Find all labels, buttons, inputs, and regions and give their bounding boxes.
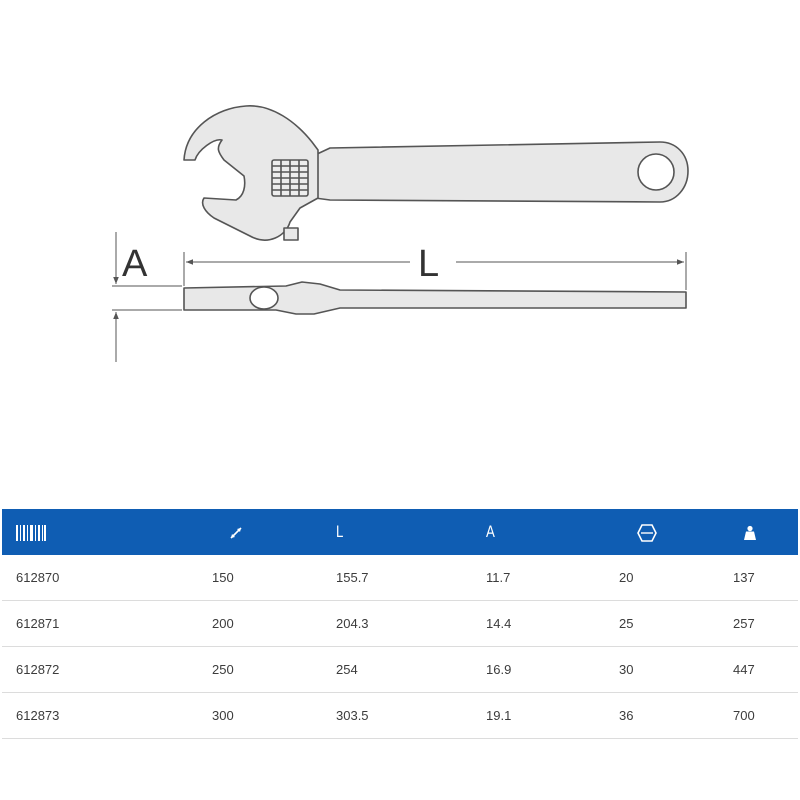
cell-length: 254 [336,646,486,693]
wrench-side-view [183,281,687,315]
cell-size: 150 [212,555,336,601]
cell-size: 250 [212,646,336,693]
cell-jaw_opening: 36 [619,692,733,739]
cell-jaw_opening: 20 [619,555,733,601]
cell-jaw_opening: 25 [619,600,733,647]
cell-jaw_opening: 30 [619,646,733,693]
cell-weight: 257 [733,600,798,647]
cell-code: 612873 [2,692,212,739]
column-header-size [212,509,336,555]
cell-code: 612870 [2,555,212,601]
barcode-icon [16,524,46,541]
table-header-row: L A [2,509,798,555]
column-header-jaw-opening [619,509,733,555]
cell-weight: 137 [733,555,798,601]
dimension-label-a: A [122,243,148,285]
cell-thickness: 14.4 [486,600,619,647]
wrench-technical-drawing: A L [112,105,689,362]
cell-length: 303.5 [336,692,486,739]
cell-thickness: 16.9 [486,646,619,693]
column-header-weight [733,509,798,555]
cell-length: 204.3 [336,600,486,647]
cell-code: 612871 [2,600,212,647]
cell-size: 300 [212,692,336,739]
cell-length: 155.7 [336,555,486,601]
cell-thickness: 11.7 [486,555,619,601]
jaw-opening-icon [637,523,657,542]
wrench-top-view [183,105,689,241]
cell-size: 200 [212,600,336,647]
weight-icon [744,525,756,540]
size-dimension-icon [230,526,242,539]
column-header-thickness: A [486,509,619,555]
cell-thickness: 19.1 [486,692,619,739]
dimension-label-l: L [418,243,439,285]
cell-code: 612872 [2,646,212,693]
column-header-length: L [336,509,486,555]
column-header-code [2,509,212,555]
dimension-lines [112,232,687,362]
cell-weight: 700 [733,692,798,739]
cell-weight: 447 [733,646,798,693]
